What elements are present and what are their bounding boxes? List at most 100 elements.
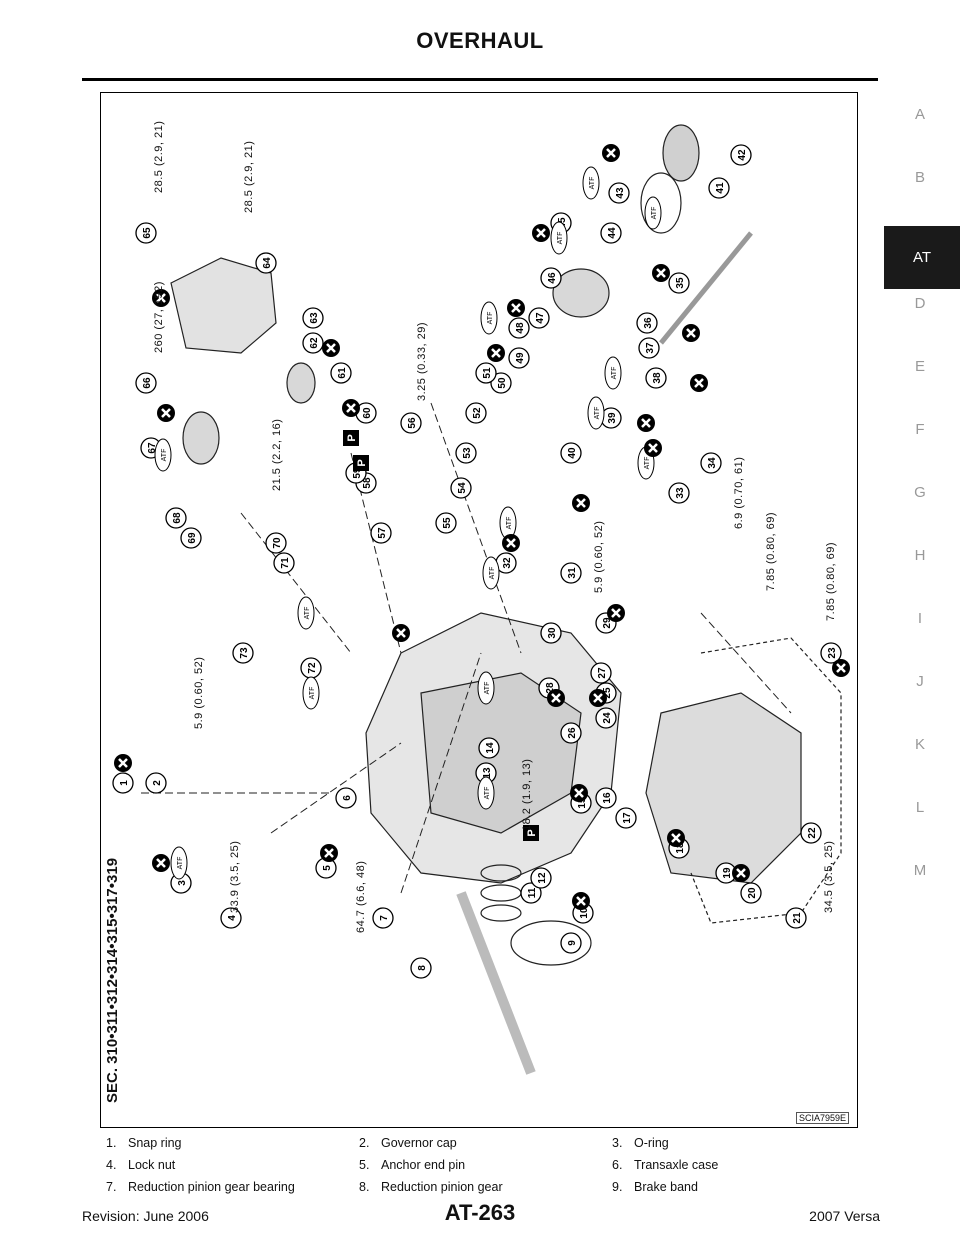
svg-text:ATF: ATF — [611, 367, 618, 380]
index-tab-at[interactable]: AT — [884, 226, 960, 289]
page-number: AT-263 — [444, 1200, 516, 1225]
svg-text:30: 30 — [547, 627, 558, 639]
svg-text:52: 52 — [472, 407, 483, 419]
legend-item: 9.Brake band — [612, 1180, 698, 1194]
callout-4: 4 — [220, 907, 242, 929]
callout-20: 20 — [740, 882, 762, 904]
svg-text:19: 19 — [722, 867, 733, 879]
svg-text:40: 40 — [567, 447, 578, 459]
svg-text:17: 17 — [622, 812, 633, 824]
callout-8: 8 — [410, 957, 432, 979]
svg-text:ATF: ATF — [506, 517, 513, 530]
svg-text:21: 21 — [792, 912, 803, 924]
svg-text:12: 12 — [537, 872, 548, 884]
torque-spec: 260 (27, 192) — [153, 281, 165, 353]
callout-54: 54 — [450, 477, 472, 499]
svg-text:54: 54 — [457, 482, 468, 494]
svg-text:7: 7 — [379, 915, 390, 921]
svg-text:ATF: ATF — [589, 177, 596, 190]
svg-text:29: 29 — [602, 617, 613, 629]
legend-item: 8.Reduction pinion gear — [359, 1180, 503, 1194]
callout-51: 51 — [475, 362, 497, 384]
index-tab-e[interactable]: E — [914, 358, 925, 375]
torque-spec: 6.9 (0.70, 61) — [733, 456, 745, 529]
svg-text:43: 43 — [615, 187, 626, 199]
index-tab-l[interactable]: L — [915, 799, 925, 816]
svg-text:48: 48 — [515, 322, 526, 334]
svg-text:51: 51 — [482, 367, 493, 379]
vehicle-model: 2007 Versa — [809, 1208, 880, 1224]
callout-37: 37 — [638, 337, 660, 359]
torque-spec: 34.5 (3.5, 25) — [823, 840, 835, 913]
svg-text:57: 57 — [377, 527, 388, 539]
svg-text:64: 64 — [262, 257, 273, 269]
svg-text:65: 65 — [142, 227, 153, 239]
svg-text:26: 26 — [567, 727, 578, 739]
torque-spec: 18.2 (1.9, 13) — [521, 758, 533, 831]
index-tab-h[interactable]: H — [914, 547, 926, 564]
legend-row: 4.Lock nut 5.Anchor end pin 6.Transaxle … — [106, 1158, 866, 1180]
callout-63: 63 — [302, 307, 324, 329]
atf-tag: ATF — [154, 438, 172, 472]
svg-text:60: 60 — [362, 407, 373, 419]
svg-text:68: 68 — [172, 512, 183, 524]
svg-text:P: P — [526, 829, 538, 836]
svg-text:70: 70 — [272, 537, 283, 549]
svg-text:ATF: ATF — [177, 857, 184, 870]
index-tab-i[interactable]: I — [917, 610, 923, 627]
svg-text:16: 16 — [602, 792, 613, 804]
svg-text:69: 69 — [187, 532, 198, 544]
callout-65: 65 — [135, 222, 157, 244]
replace-part-icon — [114, 754, 132, 772]
index-tab-k[interactable]: K — [914, 736, 925, 753]
figure-code: SCIA7959E — [795, 1112, 849, 1124]
svg-text:63: 63 — [309, 312, 320, 324]
legend-item: 2.Governor cap — [359, 1136, 457, 1150]
replace-part-icon — [572, 494, 590, 512]
svg-text:6: 6 — [342, 795, 353, 801]
svg-text:ATF: ATF — [304, 607, 311, 620]
svg-text:ATF: ATF — [557, 232, 564, 245]
callout-60: 60 — [355, 402, 377, 424]
torque-spec: 7.85 (0.80, 69) — [825, 541, 837, 621]
revision-date: Revision: June 2006 — [82, 1208, 209, 1224]
index-tab-d[interactable]: D — [914, 295, 926, 312]
index-tab-m[interactable]: M — [913, 862, 927, 879]
svg-text:44: 44 — [607, 227, 618, 239]
index-tab-b[interactable]: B — [914, 169, 925, 186]
callout-12: 12 — [530, 867, 552, 889]
atf-tag: ATF — [477, 776, 495, 810]
p-lubricant-tag: P — [353, 455, 369, 471]
index-tab-f[interactable]: F — [915, 421, 925, 438]
callout-47: 47 — [528, 307, 550, 329]
svg-text:3: 3 — [177, 880, 188, 886]
svg-text:50: 50 — [497, 377, 508, 389]
callout-71: 71 — [273, 552, 295, 574]
callout-64: 64 — [255, 252, 277, 274]
clutch-pack-shape — [662, 124, 700, 182]
callout-7: 7 — [372, 907, 394, 929]
atf-tag: ATF — [604, 356, 622, 390]
index-tab-j[interactable]: J — [916, 673, 924, 690]
converter-housing-shape — [170, 257, 277, 354]
callout-21: 21 — [785, 907, 807, 929]
atf-tag: ATF — [482, 556, 500, 590]
atf-tag: ATF — [170, 846, 188, 880]
index-tab-a[interactable]: A — [914, 106, 925, 123]
callout-44: 44 — [600, 222, 622, 244]
legend-item: 4.Lock nut — [106, 1158, 176, 1172]
reduction-pinion-gear-shape — [456, 891, 536, 1075]
replace-part-icon — [157, 404, 175, 422]
p-lubricant-tag: P — [523, 825, 539, 841]
svg-text:9: 9 — [567, 940, 578, 946]
replace-part-icon — [589, 689, 607, 707]
callout-16: 16 — [595, 787, 617, 809]
replace-part-icon — [342, 399, 360, 417]
replace-part-icon — [507, 299, 525, 317]
replace-part-icon — [570, 784, 588, 802]
replace-part-icon — [572, 892, 590, 910]
index-tab-g[interactable]: G — [914, 484, 926, 501]
callout-38: 38 — [645, 367, 667, 389]
torque-spec: 5.9 (0.60, 52) — [193, 656, 205, 729]
callout-41: 41 — [708, 177, 730, 199]
